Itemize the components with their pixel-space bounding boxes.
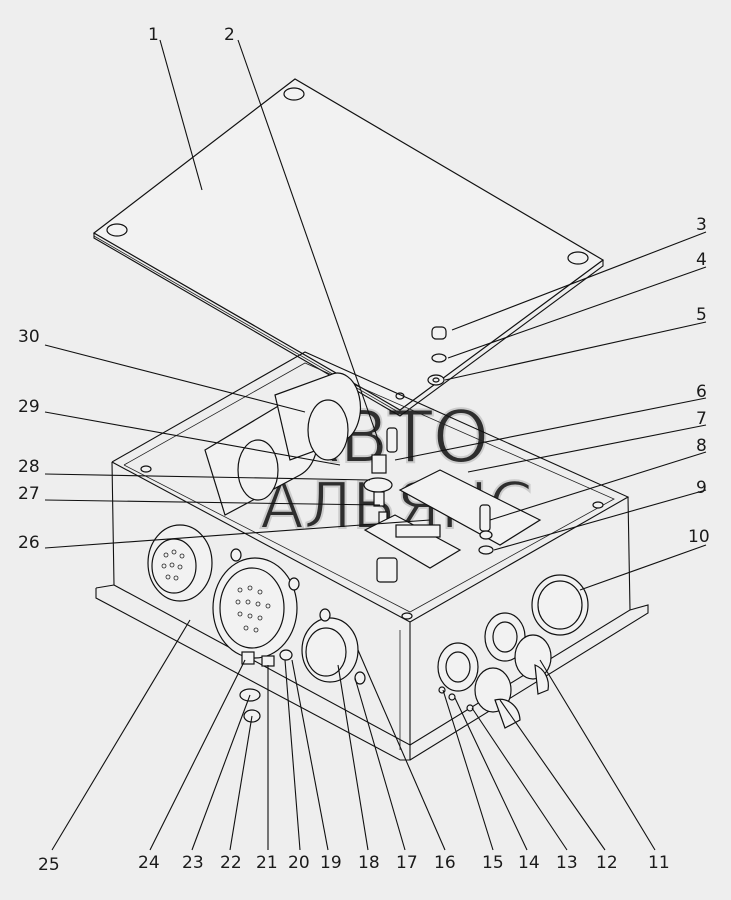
callout-7: 7 xyxy=(696,409,707,429)
cover-plate xyxy=(92,78,605,417)
callout-9: 9 xyxy=(696,478,707,498)
callout-23: 23 xyxy=(182,853,204,873)
callout-29: 29 xyxy=(18,397,40,417)
callout-2: 2 xyxy=(224,25,235,45)
connector-large xyxy=(212,548,300,723)
callout-12: 12 xyxy=(596,853,618,873)
callout-25: 25 xyxy=(38,855,60,875)
connector-stack xyxy=(363,427,462,583)
callout-11: 11 xyxy=(648,853,670,873)
callout-21: 21 xyxy=(256,853,278,873)
callout-27: 27 xyxy=(18,484,40,504)
callout-16: 16 xyxy=(434,853,456,873)
callout-4: 4 xyxy=(696,250,707,270)
callout-18: 18 xyxy=(358,853,380,873)
connector-left xyxy=(147,524,213,602)
callout-17: 17 xyxy=(396,853,418,873)
callout-24: 24 xyxy=(138,853,160,873)
leader-lines xyxy=(44,39,707,851)
callout-6: 6 xyxy=(696,382,707,402)
callout-20: 20 xyxy=(288,853,310,873)
callout-10: 10 xyxy=(688,527,710,547)
callout-1: 1 xyxy=(148,25,159,45)
callout-26: 26 xyxy=(18,533,40,553)
callout-8: 8 xyxy=(696,436,707,456)
callout-22: 22 xyxy=(220,853,242,873)
bracket-7 xyxy=(398,469,542,555)
callout-5: 5 xyxy=(696,305,707,325)
callout-13: 13 xyxy=(556,853,578,873)
inner-cylinders xyxy=(204,372,362,516)
callout-30: 30 xyxy=(18,327,40,347)
callout-15: 15 xyxy=(482,853,504,873)
callout-28: 28 xyxy=(18,457,40,477)
connector-18 xyxy=(301,608,366,685)
screw-3 xyxy=(427,326,447,386)
callout-19: 19 xyxy=(320,853,342,873)
callout-labels: 1 2 3 4 5 6 7 8 9 10 11 12 13 14 15 16 1… xyxy=(18,25,710,875)
connector-right xyxy=(437,574,589,729)
callout-3: 3 xyxy=(696,215,707,235)
callout-14: 14 xyxy=(518,853,540,873)
